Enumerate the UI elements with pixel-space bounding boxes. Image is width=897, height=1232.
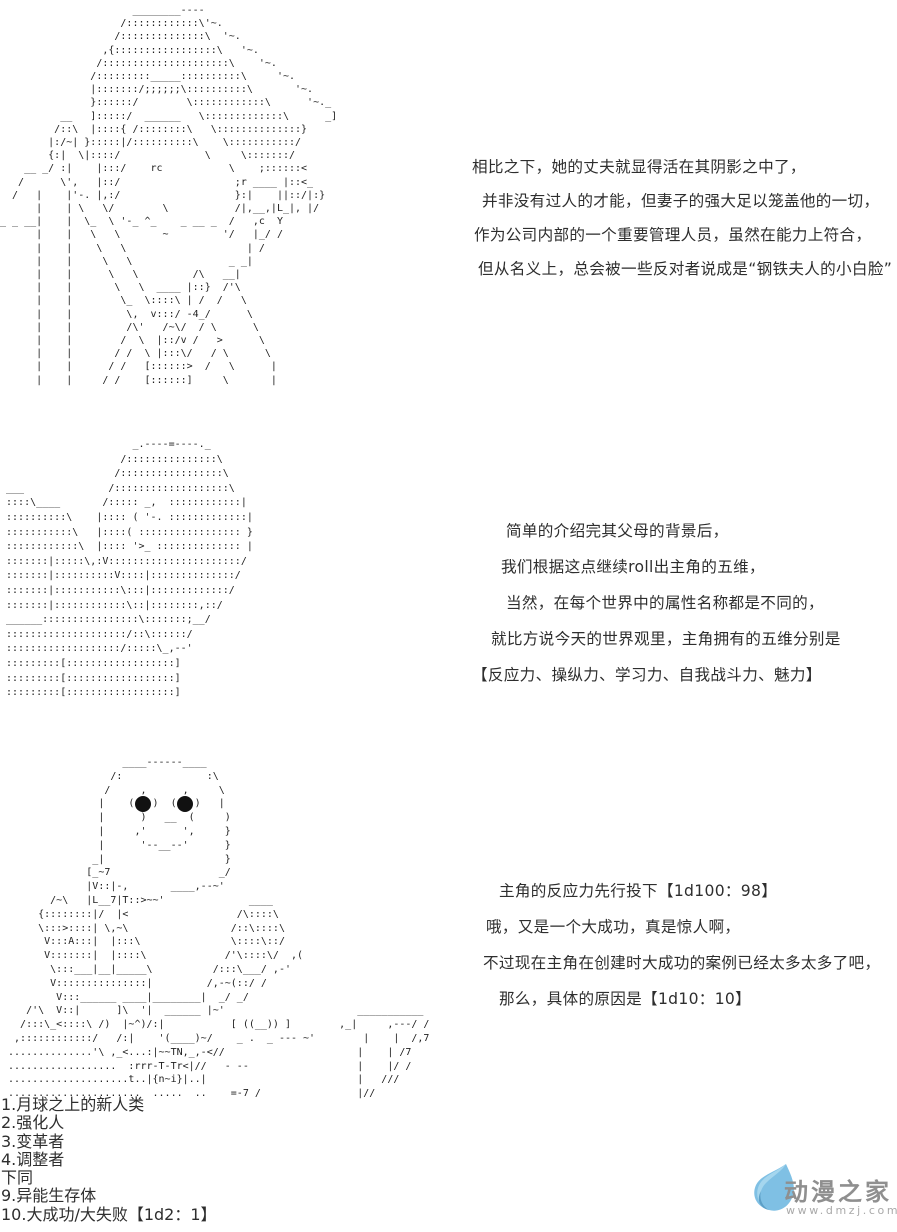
narration-line: 哦，又是一个大成功，真是惊人啊， [486, 918, 741, 936]
site-name: 动漫之家 [784, 1178, 892, 1206]
narration-line: 就比方说今天的世界观里，主角拥有的五维分别是 [491, 630, 841, 648]
attribute-list-line: 【反应力、操纵力、学习力、自我战斗力、魅力】 [472, 666, 822, 684]
narration-line: 不过现在主角在创建时大成功的案例已经太多太多了吧， [483, 954, 881, 972]
narration-line: 并非没有过人的才能，但妻子的强大足以笼盖他的一切， [482, 192, 880, 210]
narration-line: 作为公司内部的一个重要管理人员，虽然在能力上符合， [474, 226, 872, 244]
narration-line: 我们根据这点继续roll出主角的五维， [501, 558, 765, 576]
narration-line: 简单的介绍完其父母的背景后， [506, 522, 729, 540]
dice-roll-line: 主角的反应力先行投下【1d100：98】 [499, 882, 778, 900]
water-drop-icon [754, 1164, 794, 1211]
protagonist-right-eye [177, 796, 193, 812]
option-list: 1.月球之上的新人类 2.强化人 3.变革者 4.调整者 下同 9.异能生存体 … [1, 1095, 217, 1224]
dmzj-watermark: 动漫之家 www.dmzj.com [746, 1160, 897, 1230]
site-url: www.dmzj.com [786, 1204, 897, 1217]
protagonist-left-eye [135, 796, 151, 812]
narration-line: 当然，在每个世界中的属性名称都是不同的， [506, 594, 824, 612]
ascii-art-panel-father: _.----=----._ /:::::::::::::::\ /:::::::… [6, 439, 253, 699]
dice-roll-line: 那么，具体的原因是【1d10：10】 [499, 990, 752, 1008]
narration-line: 但从名义上，总会被一些反对者说成是“钢铁夫人的小白脸” [478, 260, 893, 278]
ascii-art-panel-mother: ________---- /::::::::::::\'~. /::::::::… [0, 5, 338, 386]
ascii-art-panel-protagonist: ____------____ /: :\ / , , \ | ( ● ) ( ●… [8, 757, 430, 1100]
narration-line: 相比之下，她的丈夫就显得活在其阴影之中了， [472, 158, 806, 176]
